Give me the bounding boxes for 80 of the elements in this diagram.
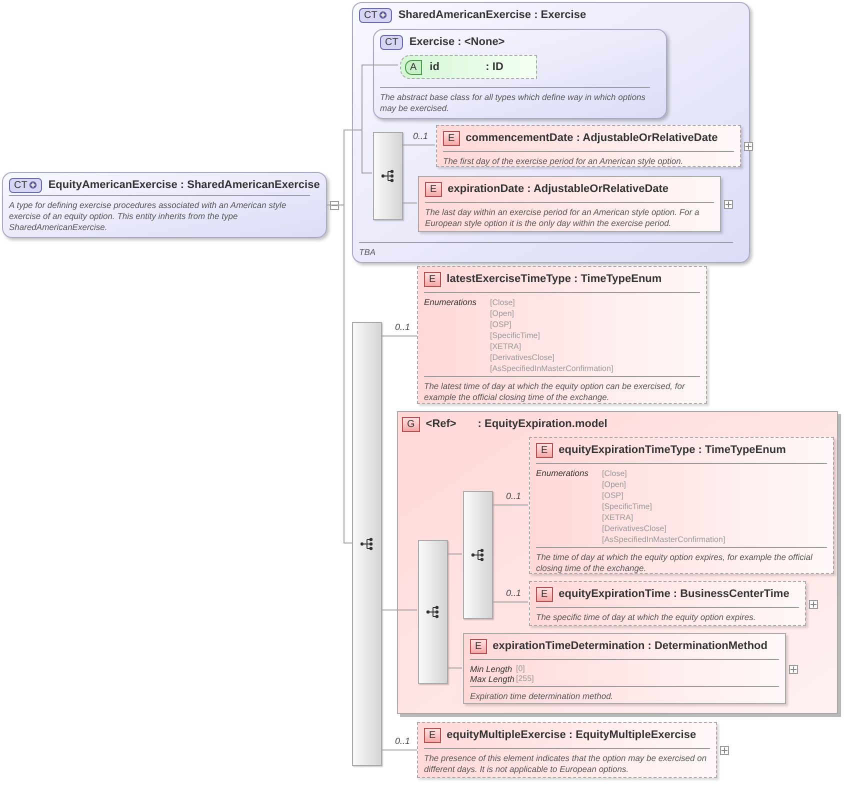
node-title: SharedAmericanExercise : Exercise — [398, 8, 586, 23]
enum-value: [XETRA] — [490, 340, 522, 352]
node-title: expirationTimeDetermination : DeterminationMethod — [492, 639, 768, 654]
connector-line — [492, 504, 528, 506]
element-box — [436, 125, 741, 167]
node-title: equityMultipleExercise : EquityMultipleExercise — [446, 728, 696, 743]
sequence-bar — [463, 491, 493, 619]
facet-value: [255] — [516, 674, 534, 684]
node-description: The specific time of day at which the equity option expires. — [536, 612, 757, 622]
node-description: TBA — [359, 247, 377, 258]
node-title: equityExpirationTime : BusinessCenterTime — [558, 587, 790, 602]
type-badge: E — [425, 182, 442, 197]
enum-value: [XETRA] — [602, 512, 634, 522]
enum-value: [DerivativesClose] — [602, 522, 668, 534]
edge-label: 0..1 — [413, 131, 428, 142]
enum-value: [DerivativesClose] — [490, 352, 556, 362]
node-title: expirationDate : AdjustableOrRelativeDate — [448, 182, 669, 197]
node-description: The last day within an exercise period for an American style option. For a European style option it is the only day within the exercise period. — [425, 206, 700, 228]
node-title: EquityAmericanExercise : SharedAmericanExercise — [48, 178, 320, 193]
enum-value: [Open] — [490, 308, 516, 318]
type-badge: E — [424, 272, 441, 287]
enum-value: [Close] — [490, 296, 516, 308]
edge-label: 0..1 — [395, 736, 410, 747]
type-badge: CT — [380, 34, 404, 50]
facet-value: [0] — [516, 664, 525, 674]
connector-line — [402, 202, 418, 204]
node-title: : ID — [486, 60, 504, 75]
element-box — [529, 437, 834, 574]
sequence-bar — [352, 322, 382, 766]
facet-label: Min Length — [470, 664, 514, 674]
node-description: The abstract base class for all types which define way in which options may be exercised. — [380, 92, 647, 114]
node-description: The first day of the exercise period for an American style option. — [443, 156, 684, 166]
edge-label: 0..1 — [506, 588, 522, 599]
enum-value: [OSP] — [602, 490, 624, 500]
node-description: A type for defining exercise procedures associated with an American style exercise of an equity option. This entity inherits from the type SharedAmericanExercise. — [9, 200, 288, 233]
element-box — [418, 176, 721, 232]
type-badge: E — [470, 638, 487, 654]
edge-label: 0..1 — [395, 322, 410, 333]
node-title: equityExpirationTimeType : TimeTypeEnum — [558, 443, 786, 458]
facet-label: Enumerations — [424, 296, 478, 308]
node-title: : EquityExpiration.model — [478, 417, 608, 432]
node-title: id — [430, 60, 440, 75]
node-title: Exercise : <None> — [409, 35, 505, 50]
enum-value: [AsSpecifiedInMasterConfirmation] — [490, 362, 614, 374]
type-badge: A — [405, 60, 422, 74]
type-badge: E — [536, 586, 553, 602]
complex-type-box — [373, 29, 667, 119]
attribute-box — [400, 55, 537, 79]
node-description: Expiration time determination method. — [470, 690, 614, 702]
element-box — [417, 722, 717, 778]
type-badge: E — [424, 728, 441, 743]
complex-type-box — [352, 2, 750, 263]
node-description: The time of day at which the equity option expires, for example the official closing time of the exchange. — [536, 552, 814, 574]
enum-value: [SpecificTime] — [490, 330, 541, 340]
facet-label: Enumerations — [536, 468, 590, 480]
enum-value: [Open] — [602, 478, 628, 490]
node-title: commencementDate : AdjustableOrRelativeDate — [466, 131, 718, 146]
sequence-bar — [418, 540, 448, 684]
complex-type-box — [2, 172, 327, 238]
node-description: The presence of this element indicates that the option may be exercised on different days. It is not applicable to European options. — [424, 752, 708, 774]
enum-value: [SpecificTime] — [602, 500, 653, 512]
element-box — [417, 266, 707, 404]
group-box — [397, 411, 838, 714]
type-badge: CT — [359, 8, 392, 23]
node-description: The latest time of day at which the equity option can be exercised, for example the official closing time of the exchange. — [424, 380, 686, 402]
node-title: <Ref> — [426, 417, 458, 432]
element-box — [463, 633, 786, 704]
element-box — [529, 581, 806, 626]
type-badge: G — [402, 416, 420, 432]
connector-line — [402, 144, 436, 146]
type-badge: CT — [9, 178, 42, 193]
node-title: latestExerciseTimeType : TimeTypeEnum — [446, 272, 662, 287]
facet-label: Max Length — [470, 674, 516, 684]
enum-value: [OSP] — [490, 318, 512, 330]
enum-value: [Close] — [602, 468, 628, 478]
enum-value: [AsSpecifiedInMasterConfirmation] — [602, 534, 726, 544]
edge-label: 0..1 — [506, 491, 522, 502]
sequence-bar — [373, 132, 403, 220]
type-badge: E — [443, 130, 460, 146]
type-badge: E — [536, 442, 553, 458]
